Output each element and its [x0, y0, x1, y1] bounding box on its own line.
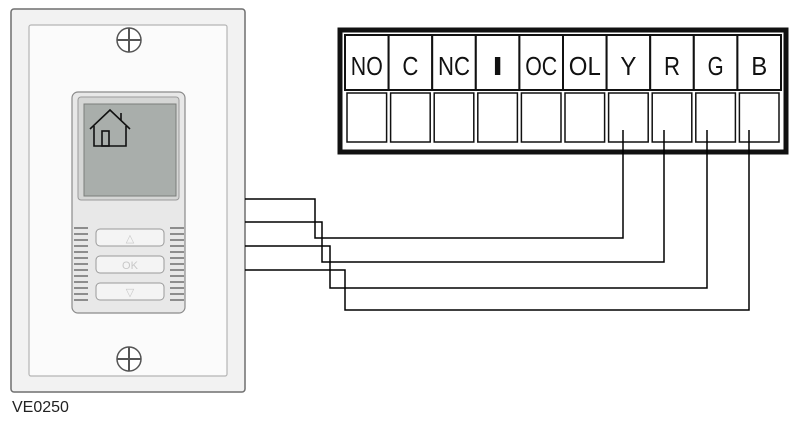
wall-control-device: △ OK ▽ [10, 8, 246, 393]
terminal-label-cell [692, 34, 739, 91]
up-button[interactable]: △ [95, 228, 165, 247]
wire-g [245, 130, 708, 289]
top-screw-icon [116, 27, 142, 53]
terminal-label-cell [387, 34, 434, 91]
terminal-label-cell [518, 34, 565, 91]
terminal-oc-label: OC [525, 51, 557, 81]
house-outline-icon [89, 108, 131, 147]
ok-button[interactable]: OK [95, 255, 165, 274]
down-arrow-icon: ▽ [126, 287, 135, 299]
terminal-no-screw-slot [346, 92, 388, 143]
lcd-screen [83, 103, 177, 197]
terminal-g-label: G [708, 51, 724, 81]
terminal-ol-label: OL [569, 51, 601, 81]
wire-b [245, 130, 750, 311]
terminal-r-label: R [664, 51, 680, 81]
ok-button-label: OK [122, 260, 139, 272]
wire-y [245, 130, 624, 239]
terminal-b-screw-slot [738, 92, 780, 143]
vent-grilles [74, 227, 184, 301]
terminal-g-screw-slot [695, 92, 737, 143]
terminal-no-label: NO [351, 51, 383, 81]
terminal-r-screw-slot [651, 92, 693, 143]
down-button[interactable]: ▽ [95, 282, 165, 301]
terminal-y-label: Y [620, 51, 636, 81]
up-arrow-icon: △ [126, 233, 135, 245]
terminal-oc-screw-slot [520, 92, 562, 143]
terminal-ol-screw-slot [564, 92, 606, 143]
terminal-label-cell [736, 34, 783, 91]
terminal-label-cell [649, 34, 695, 91]
terminal-label-cell [344, 34, 390, 91]
wire-r [245, 130, 665, 263]
model-label: VE0250 [12, 399, 69, 416]
terminal-i-screw-slot [477, 92, 519, 143]
terminal-i-label: I [490, 51, 506, 81]
terminal-nc-screw-slot [433, 92, 475, 143]
terminal-c-screw-slot [389, 92, 431, 143]
terminal-c-label: C [402, 51, 418, 81]
terminal-label-cell [605, 34, 652, 91]
terminal-nc-label: NC [438, 51, 470, 81]
terminal-label-cell [474, 34, 521, 91]
terminal-b-label: B [751, 51, 767, 81]
bottom-screw-icon [116, 346, 142, 372]
terminal-y-screw-slot [607, 92, 649, 143]
